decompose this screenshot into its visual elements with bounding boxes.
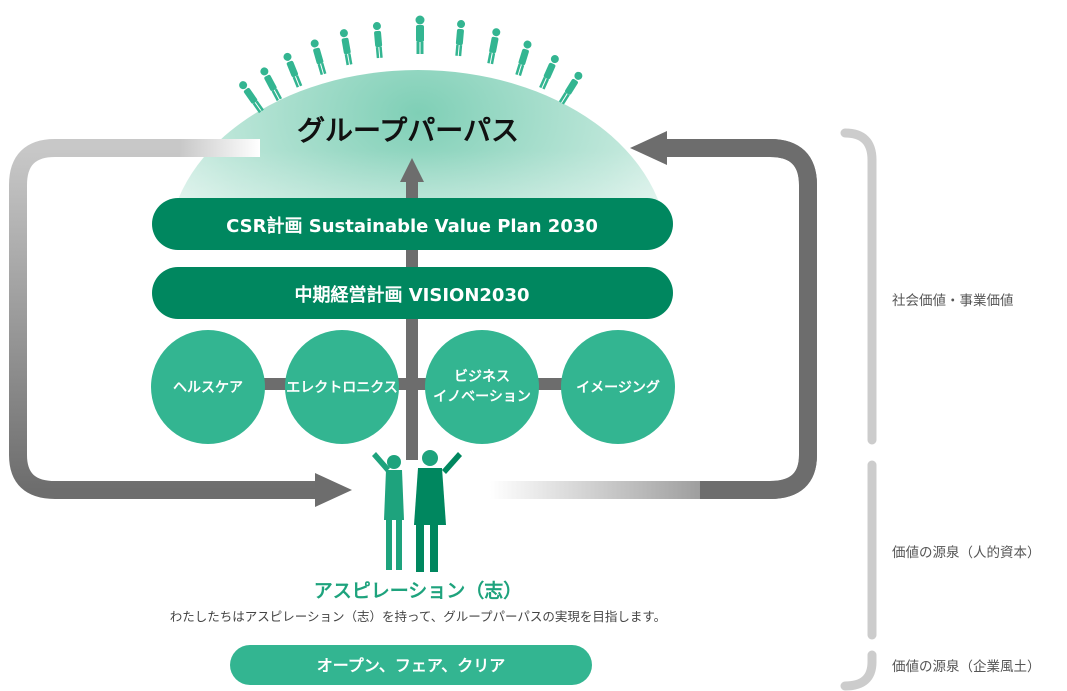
business-healthcare: ヘルスケア [151, 330, 265, 444]
business-label: イメージング [576, 379, 660, 396]
side-label-culture: 価値の源泉（企業風土） [892, 658, 1041, 675]
mid-term-plan-bar: 中期経営計画 VISION2030 [152, 267, 673, 319]
left-cycle-arrow [8, 139, 352, 507]
business-label: ヘルスケア [173, 380, 243, 396]
business-electronics: エレクトロニクス [285, 330, 399, 444]
couple-icon [372, 450, 462, 572]
right-cycle-arrow [490, 131, 817, 499]
csr-plan-bar: CSR計画 Sustainable Value Plan 2030 [152, 198, 673, 250]
business-imaging: イメージング [561, 330, 675, 444]
mid-term-plan-label: 中期経営計画 VISION2030 [294, 284, 529, 306]
culture-bracket [840, 650, 877, 691]
business-label: エレクトロニクス [286, 380, 398, 396]
business-label: ビジネス [454, 369, 510, 385]
aspiration-title: アスピレーション（志） [314, 579, 523, 602]
business-label: イノベーション [433, 389, 531, 405]
people-on-globe-icon [239, 15, 583, 114]
csr-plan-label: CSR計画 Sustainable Value Plan 2030 [226, 215, 598, 237]
business-business-innovation: ビジネス イノベーション [425, 330, 539, 444]
value-bracket [840, 128, 877, 445]
culture-bar: オープン、フェア、クリア [230, 645, 592, 685]
aspiration-description: わたしたちはアスピレーション（志）を持って、グループパーパスの実現を目指します。 [170, 609, 666, 624]
side-label-human-capital: 価値の源泉（人的資本） [892, 544, 1041, 561]
culture-label: オープン、フェア、クリア [317, 656, 505, 675]
group-purpose-title: グループパーパス [297, 114, 519, 147]
side-label-value: 社会価値・事業価値 [892, 293, 1014, 309]
